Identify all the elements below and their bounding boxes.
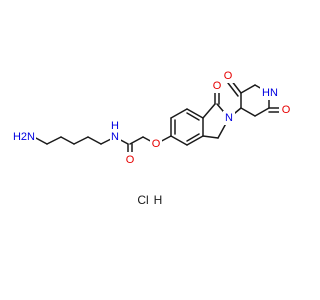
bond bbox=[240, 107, 256, 117]
imide-nh-label: HN bbox=[262, 87, 278, 99]
bond bbox=[254, 107, 270, 117]
atom-lactam-n: N bbox=[223, 111, 235, 125]
atom-h2n: H2N bbox=[10, 130, 36, 144]
bond bbox=[60, 136, 75, 145]
bond bbox=[202, 103, 216, 119]
h2n-label: H2N bbox=[13, 131, 35, 143]
imide-o-right-label: O bbox=[282, 104, 291, 116]
ether-o-label: O bbox=[152, 138, 161, 150]
amide-n-label: N bbox=[111, 131, 119, 143]
bond bbox=[129, 136, 144, 145]
bond bbox=[33, 136, 48, 145]
lactam-n-label: N bbox=[225, 112, 233, 124]
bond bbox=[170, 108, 188, 119]
bond bbox=[73, 136, 89, 145]
amide-o-label: O bbox=[126, 154, 135, 166]
imide-o-top-label: O bbox=[224, 70, 233, 82]
bond bbox=[186, 108, 204, 119]
bond bbox=[240, 84, 256, 94]
atom-imide-o-right: O bbox=[279, 103, 292, 117]
bond bbox=[186, 135, 204, 146]
hydrochloride-salt: Cl H bbox=[137, 193, 162, 207]
salt-hydrogen-label: H bbox=[154, 193, 163, 207]
lactam-o-label: O bbox=[213, 80, 222, 92]
bond bbox=[186, 112, 200, 121]
bond bbox=[186, 133, 200, 142]
atom-imide-o-top: O bbox=[222, 69, 235, 83]
salt-chlorine-label: Cl bbox=[137, 193, 148, 207]
bond bbox=[87, 136, 102, 145]
bond bbox=[170, 135, 188, 146]
bond bbox=[46, 136, 62, 145]
amide-h-label: H bbox=[111, 120, 119, 132]
atom-lactam-o: O bbox=[211, 79, 224, 93]
atom-ether-o: O bbox=[150, 137, 162, 151]
atom-amide-o: O bbox=[123, 152, 136, 166]
atom-imide-nh: HN bbox=[260, 86, 280, 100]
atom-label-layer: H2N N H O O O N HN O bbox=[10, 69, 292, 166]
molecule-structure: H2N N H O O O N HN O bbox=[10, 69, 292, 207]
bond bbox=[227, 82, 239, 97]
atom-amide-nh: N H bbox=[110, 120, 121, 154]
bond bbox=[202, 135, 219, 139]
